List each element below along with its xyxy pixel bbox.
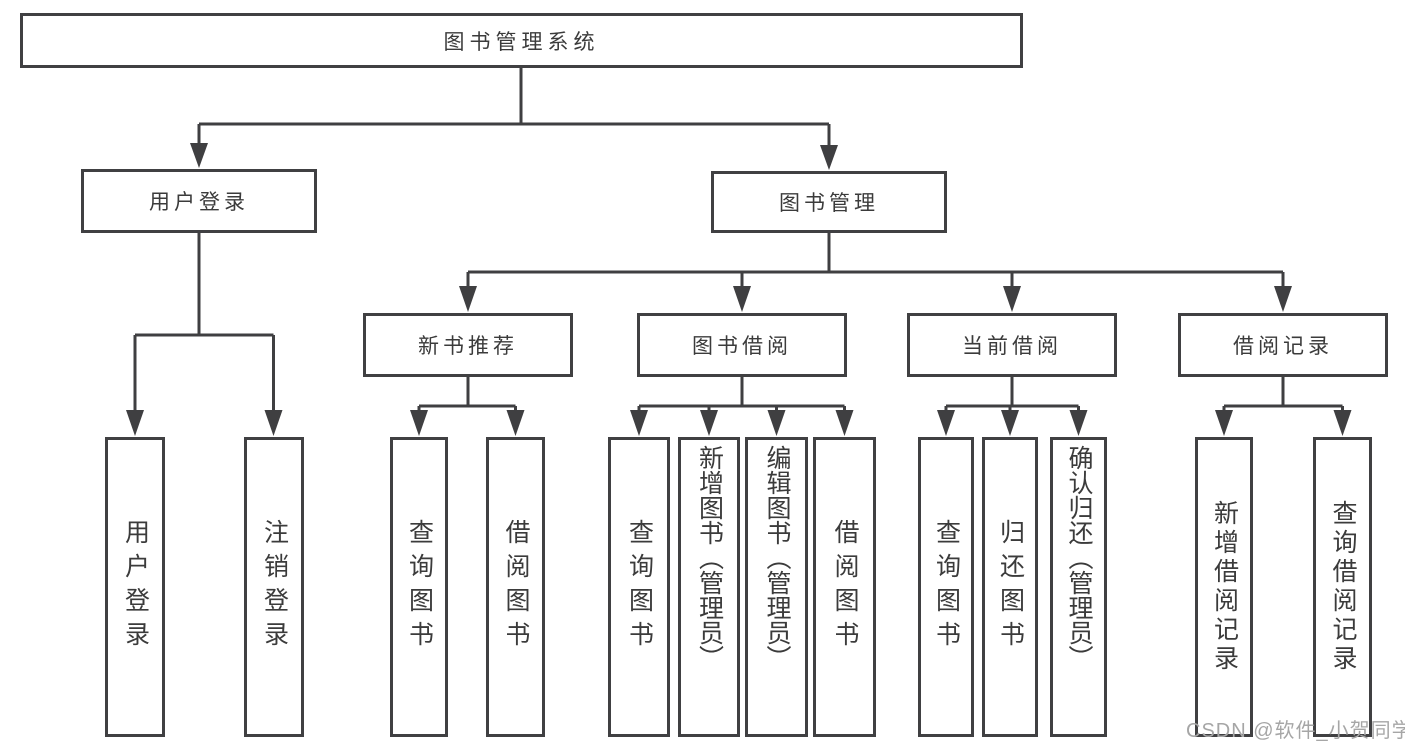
connector-borrow-records-branch [1215,377,1352,436]
leaf-query-books-recommend: 查询图书 [390,437,448,737]
leaf-return-book: 归还图书 [982,437,1038,737]
leaf-query-books-current-label: 查询图书 [932,519,961,655]
leaf-query-books-current: 查询图书 [918,437,974,737]
leaf-confirm-return-admin-label: 确认归还（管理员） [1065,445,1093,670]
connector-current-borrow-branch [937,377,1088,436]
leaf-add-book-admin: 新增图书（管理员） [678,437,740,737]
leaf-confirm-return-admin: 确认归还（管理员） [1050,437,1107,737]
node-new-book-recommendation-label: 新书推荐 [418,335,518,358]
leaf-add-borrow-record: 新增借阅记录 [1195,437,1253,737]
leaf-borrow-books-recommend: 借阅图书 [486,437,545,737]
leaf-query-borrow-record-label: 查询借阅记录 [1329,500,1357,674]
node-user-login-label: 用户登录 [149,191,249,214]
leaf-user-login-label: 用户登录 [121,519,150,655]
node-new-book-recommendation: 新书推荐 [363,313,573,377]
leaf-borrow-books-recommend-label: 借阅图书 [502,519,530,655]
leaf-edit-book-admin: 编辑图书（管理员） [745,437,808,737]
connector-book-management-branch [459,233,1292,312]
node-root: 图书管理系统 [20,13,1023,68]
node-current-borrowing-label: 当前借阅 [962,335,1062,358]
node-book-borrowing-label: 图书借阅 [692,335,792,358]
node-book-management: 图书管理 [711,171,947,233]
leaf-logout: 注销登录 [244,437,304,737]
leaf-logout-label: 注销登录 [260,519,289,655]
connector-user-login-branch [126,233,283,436]
leaf-query-books-borrow: 查询图书 [608,437,670,737]
watermark: CSDN @软件_小贺同学 [1186,720,1405,742]
leaf-query-borrow-record: 查询借阅记录 [1313,437,1372,737]
leaf-query-books-borrow-label: 查询图书 [625,519,654,655]
leaf-add-borrow-record-label: 新增借阅记录 [1210,500,1239,674]
leaf-return-book-label: 归还图书 [996,519,1025,655]
node-current-borrowing: 当前借阅 [907,313,1117,377]
node-borrowing-records: 借阅记录 [1178,313,1388,377]
leaf-borrow-books-borrow-label: 借阅图书 [831,519,859,655]
connector-recommend-branch [410,377,525,436]
leaf-query-books-recommend-label: 查询图书 [405,519,434,655]
leaf-add-book-admin-label: 新增图书（管理员） [695,445,724,670]
connector-root-to-level2 [190,68,838,170]
connector-book-borrow-branch [630,377,854,436]
node-root-label: 图书管理系统 [443,30,600,54]
leaf-borrow-books-borrow: 借阅图书 [813,437,876,737]
node-borrowing-records-label: 借阅记录 [1233,335,1333,358]
node-book-borrowing: 图书借阅 [637,313,847,377]
leaf-user-login: 用户登录 [105,437,165,737]
leaf-edit-book-admin-label: 编辑图书（管理员） [763,445,791,670]
node-user-login: 用户登录 [81,169,317,233]
node-book-management-label: 图书管理 [779,192,879,215]
